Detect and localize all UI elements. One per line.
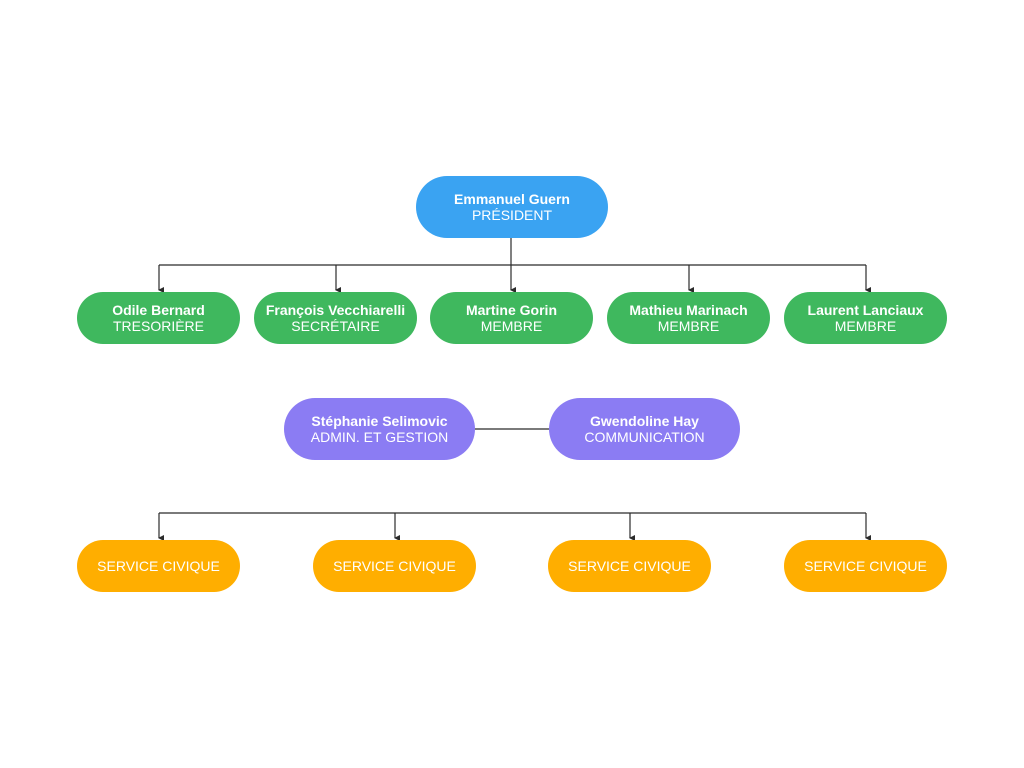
- service-label: SERVICE CIVIQUE: [804, 558, 927, 574]
- staff-node-communication: Gwendoline Hay COMMUNICATION: [549, 398, 740, 460]
- board-node-5: Laurent Lanciaux MEMBRE: [784, 292, 947, 344]
- president-role: PRÉSIDENT: [471, 207, 553, 223]
- service-label: SERVICE CIVIQUE: [97, 558, 220, 574]
- board-role: SECRÉTAIRE: [291, 318, 380, 334]
- staff-name: Gwendoline Hay: [590, 413, 699, 429]
- board-node-1: Odile Bernard TRESORIÈRE: [77, 292, 240, 344]
- service-node-2: SERVICE CIVIQUE: [313, 540, 476, 592]
- board-name: François Vecchiarelli: [265, 302, 406, 318]
- board-name: Odile Bernard: [112, 302, 205, 318]
- president-name: Emmanuel Guern: [454, 191, 570, 207]
- board-role: TRESORIÈRE: [112, 318, 204, 334]
- service-label: SERVICE CIVIQUE: [333, 558, 456, 574]
- board-node-3: Martine Gorin MEMBRE: [430, 292, 593, 344]
- board-name: Mathieu Marinach: [629, 302, 748, 318]
- service-node-1: SERVICE CIVIQUE: [77, 540, 240, 592]
- board-node-2: François Vecchiarelli SECRÉTAIRE: [254, 292, 417, 344]
- staff-role: ADMIN. ET GESTION: [310, 429, 449, 445]
- board-role: MEMBRE: [657, 318, 720, 334]
- president-node: Emmanuel Guern PRÉSIDENT: [416, 176, 608, 238]
- board-node-4: Mathieu Marinach MEMBRE: [607, 292, 770, 344]
- service-node-3: SERVICE CIVIQUE: [548, 540, 711, 592]
- board-name: Laurent Lanciaux: [807, 302, 924, 318]
- service-node-4: SERVICE CIVIQUE: [784, 540, 947, 592]
- board-role: MEMBRE: [480, 318, 543, 334]
- staff-role: COMMUNICATION: [584, 429, 705, 445]
- staff-name: Stéphanie Selimovic: [311, 413, 448, 429]
- staff-node-admin: Stéphanie Selimovic ADMIN. ET GESTION: [284, 398, 475, 460]
- service-label: SERVICE CIVIQUE: [568, 558, 691, 574]
- board-role: MEMBRE: [834, 318, 897, 334]
- board-name: Martine Gorin: [465, 302, 557, 318]
